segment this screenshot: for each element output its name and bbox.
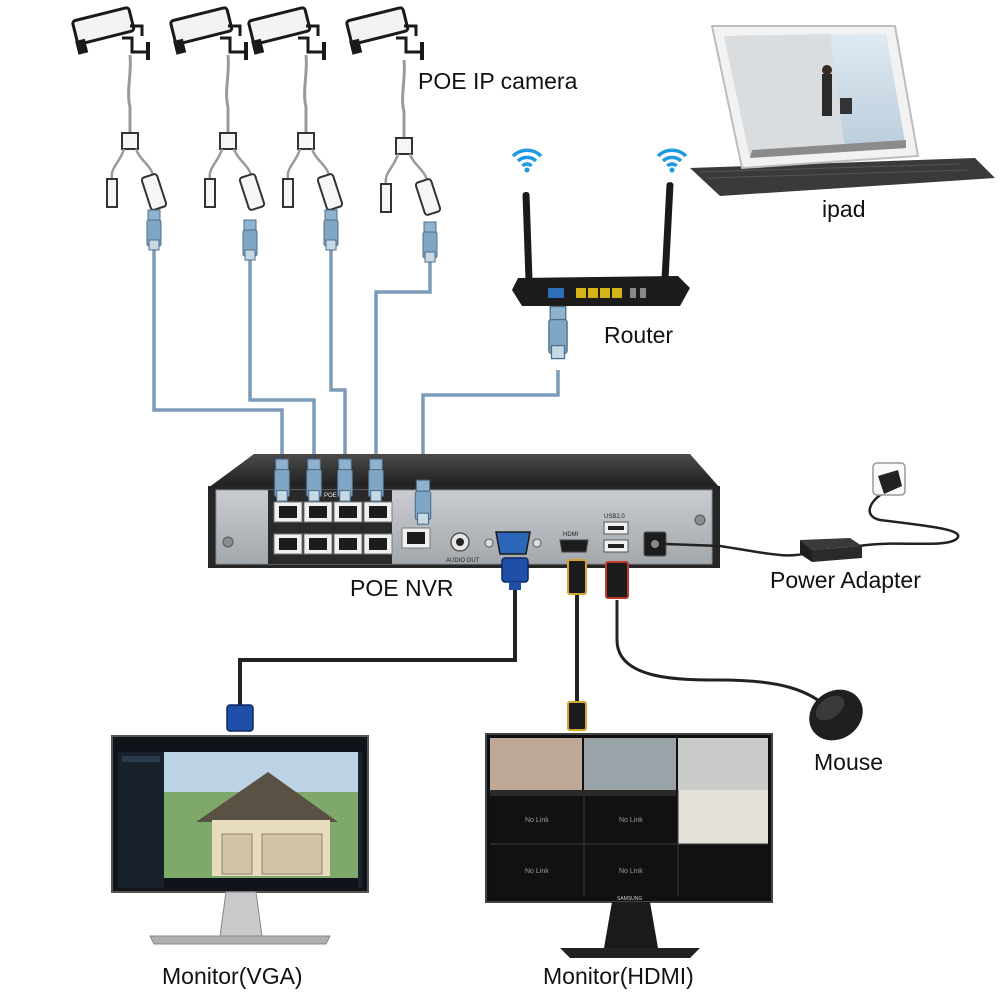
label-monitor-vga: Monitor(VGA) bbox=[162, 963, 303, 989]
nvr-icon bbox=[208, 454, 720, 568]
camera-1-cable bbox=[152, 240, 284, 455]
label-poe-nvr: POE NVR bbox=[350, 575, 454, 601]
camera-cable-icon bbox=[203, 53, 267, 213]
hdmi-tile-1-text: No Link bbox=[525, 817, 549, 824]
usb-connector-icon bbox=[605, 561, 629, 599]
rj45-connector-icon bbox=[242, 219, 258, 261]
wifi-icon bbox=[656, 148, 688, 175]
camera-cable-icon bbox=[105, 53, 169, 213]
lan-port bbox=[401, 527, 431, 549]
camera-icon bbox=[246, 5, 328, 62]
wifi-icon bbox=[511, 148, 543, 175]
label-router: Router bbox=[604, 322, 674, 348]
router-icon bbox=[512, 182, 690, 306]
label-ipad: ipad bbox=[822, 196, 866, 222]
rj45-connector-icon bbox=[414, 479, 432, 525]
label-poe-ip-camera: POE IP camera bbox=[418, 68, 578, 94]
rj45-connector-icon bbox=[337, 458, 353, 502]
hdmi-connector-icon bbox=[567, 559, 587, 595]
mouse-icon bbox=[809, 689, 863, 741]
rj45-connector-icon bbox=[422, 221, 438, 263]
tablet-icon bbox=[690, 25, 995, 196]
camera-4-cable bbox=[374, 252, 432, 455]
camera-icon bbox=[344, 5, 426, 62]
rj45-connector-icon bbox=[368, 458, 384, 502]
camera-3-cable bbox=[329, 240, 347, 455]
vga-connector-icon bbox=[226, 704, 254, 732]
camera-icon bbox=[70, 5, 152, 62]
nvr-hdmi-text: HDMI bbox=[563, 532, 579, 538]
monitor-icon bbox=[485, 733, 773, 958]
monitor-brand-text: SAMSUNG bbox=[617, 896, 642, 902]
camera-icon bbox=[168, 5, 250, 62]
rj45-connector-icon bbox=[146, 209, 162, 251]
label-monitor-hdmi: Monitor(HDMI) bbox=[543, 963, 694, 989]
hdmi-tile-2-text: No Link bbox=[619, 817, 643, 824]
vga-cable bbox=[226, 557, 529, 732]
hdmi-cable bbox=[567, 559, 587, 731]
rj45-connector-icon bbox=[323, 209, 339, 251]
hdmi-connector-icon bbox=[567, 701, 587, 731]
vga-connector-icon bbox=[501, 557, 529, 583]
power-adapter-icon bbox=[800, 538, 862, 562]
ethernet-cables bbox=[152, 240, 560, 455]
monitor-icon bbox=[111, 735, 369, 945]
hdmi-tile-3-text: No Link bbox=[525, 868, 549, 875]
usb-mouse-cable bbox=[605, 561, 832, 712]
hdmi-tile-4-text: No Link bbox=[619, 868, 643, 875]
label-power-adapter: Power Adapter bbox=[770, 567, 921, 593]
label-mouse: Mouse bbox=[814, 749, 884, 775]
nvr-audio-out-text: AUDIO OUT bbox=[446, 558, 480, 564]
power-plug-icon bbox=[872, 462, 906, 496]
router-cable bbox=[421, 370, 560, 455]
nvr-usb-text: USB2.0 bbox=[604, 514, 625, 520]
camera-cable-icon bbox=[281, 53, 345, 213]
camera-2-cable bbox=[248, 250, 316, 455]
rj45-connector-icon bbox=[306, 458, 322, 502]
rj45-connector-icon bbox=[274, 458, 290, 502]
nvr-poe-text: POE bbox=[324, 493, 337, 499]
rj45-connector-icon bbox=[548, 305, 568, 360]
